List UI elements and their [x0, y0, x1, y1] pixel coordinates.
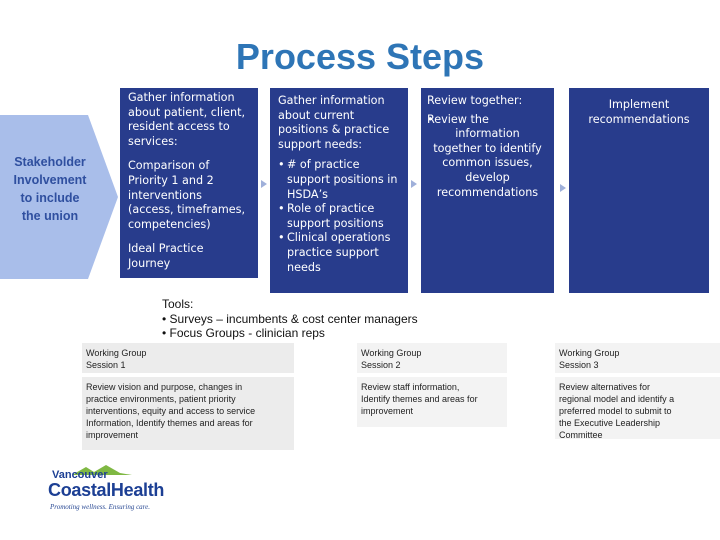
- session-2-description: Review staff information, Identify theme…: [357, 377, 507, 427]
- box-text-line: support positions: [287, 216, 384, 230]
- box-text-line: (access, timeframes,: [128, 203, 246, 217]
- session-desc-line: Identify themes and areas for: [361, 394, 478, 404]
- connector-arrow-icon: [411, 180, 417, 188]
- session-title-line: Working Group: [559, 348, 620, 358]
- session-desc-line: interventions, equity and access to serv…: [86, 406, 256, 416]
- session-desc-line: Information, Identify themes and areas f…: [86, 418, 253, 428]
- step-box-review: Review together: Review the information …: [421, 88, 554, 293]
- box-text-line: competencies): [128, 217, 211, 231]
- box-text-line: develop: [465, 170, 510, 184]
- session-desc-line: preferred model to submit to: [559, 406, 672, 416]
- session-desc-line: Review staff information,: [361, 382, 460, 392]
- box-text-line: HSDA’s: [287, 187, 328, 201]
- box-text-line: recommendations: [588, 112, 690, 126]
- box-text-line: resident access to: [128, 120, 230, 134]
- session-desc-line: improvement: [361, 406, 414, 416]
- stakeholder-arrow-shape: [0, 115, 118, 279]
- logo-top-text: Vancouver: [52, 469, 108, 481]
- stakeholder-line: the union: [21, 209, 79, 223]
- box-text-line: services:: [128, 134, 178, 148]
- step-box-gather-positions: Gather information about current positio…: [270, 88, 408, 293]
- tools-item: • Focus Groups - clinician reps: [162, 326, 325, 341]
- box-text-line: practice support: [287, 245, 379, 259]
- box-text-line: Gather information: [278, 94, 385, 107]
- box-text-line: Comparison of: [128, 159, 210, 173]
- step-box-implement: Implement recommendations: [569, 88, 709, 293]
- box-bullet-line: Role of practice: [278, 202, 402, 217]
- step-box-gather-client: Gather information about patient, client…: [120, 88, 258, 278]
- session-1-title: Working Group Session 1: [82, 343, 294, 373]
- box-bullet-line: Review the: [427, 113, 548, 128]
- session-title-line: Session 2: [361, 360, 401, 370]
- session-title-line: Working Group: [361, 348, 422, 358]
- box-text-line: about patient, client,: [128, 105, 246, 119]
- logo-tagline: Promoting wellness. Ensuring care.: [50, 503, 151, 511]
- box-bullet-line: Clinical operations: [278, 231, 402, 246]
- box-text-line: Priority 1 and 2: [128, 173, 214, 187]
- stakeholder-line: Involvement: [13, 173, 87, 187]
- session-3-description: Review alternatives for regional model a…: [555, 377, 720, 440]
- session-title-line: Session 3: [559, 360, 599, 370]
- box-text-line: recommendations: [436, 185, 539, 199]
- page-title: Process Steps: [235, 36, 485, 77]
- box-text-line: interventions: [128, 188, 202, 202]
- box-text-line: Journey: [128, 256, 171, 270]
- box-text-line: information: [455, 127, 520, 141]
- stakeholder-line: Stakeholder: [14, 155, 86, 169]
- connector-arrow-icon: [261, 180, 267, 188]
- session-desc-line: Review alternatives for: [559, 382, 651, 392]
- box-bullet-line: # of practice: [278, 158, 402, 173]
- box-text-line: about current: [278, 108, 355, 122]
- stakeholder-arrow: Stakeholder Involvement to include the u…: [0, 115, 120, 285]
- box-text-line: support needs:: [278, 137, 363, 151]
- session-desc-line: regional model and identify a: [559, 394, 675, 404]
- session-desc-line: practice environments, patient priority: [86, 394, 236, 404]
- vch-logo: Vancouver CoastalHealth Promoting wellne…: [40, 465, 170, 515]
- connector-arrow-icon: [560, 184, 566, 192]
- tools-list: Tools: • Surveys – incumbents & cost cen…: [162, 297, 418, 341]
- box-text-line: needs: [287, 260, 321, 274]
- box-text-line: positions & practice: [278, 123, 390, 137]
- mountain-icon: [72, 465, 132, 475]
- box-text-line: Implement: [608, 98, 670, 111]
- box-heading: Review together:: [427, 94, 523, 107]
- tools-label: Tools:: [162, 297, 194, 311]
- box-text-line: Gather information: [128, 91, 235, 104]
- session-1-description: Review vision and purpose, changes in pr…: [82, 377, 294, 450]
- box-text-line: common issues,: [442, 156, 533, 170]
- box-text-line: together to identify: [433, 141, 542, 155]
- session-3-title: Working Group Session 3: [555, 343, 720, 373]
- session-title-line: Session 1: [86, 360, 126, 370]
- stakeholder-line: to include: [20, 191, 80, 205]
- stakeholder-text: Stakeholder Involvement to include the u…: [0, 153, 100, 225]
- box-text-line: Ideal Practice: [128, 242, 204, 256]
- session-desc-line: Review vision and purpose, changes in: [86, 382, 243, 392]
- tools-item: • Surveys – incumbents & cost center man…: [162, 311, 418, 326]
- session-2-title: Working Group Session 2: [357, 343, 507, 373]
- session-desc-line: Committee: [559, 430, 603, 440]
- session-title-line: Working Group: [86, 348, 147, 358]
- session-desc-line: the Executive Leadership: [559, 418, 661, 428]
- logo-main-text: CoastalHealth: [48, 480, 165, 500]
- session-desc-line: improvement: [86, 430, 139, 440]
- box-text-line: support positions in: [287, 172, 398, 186]
